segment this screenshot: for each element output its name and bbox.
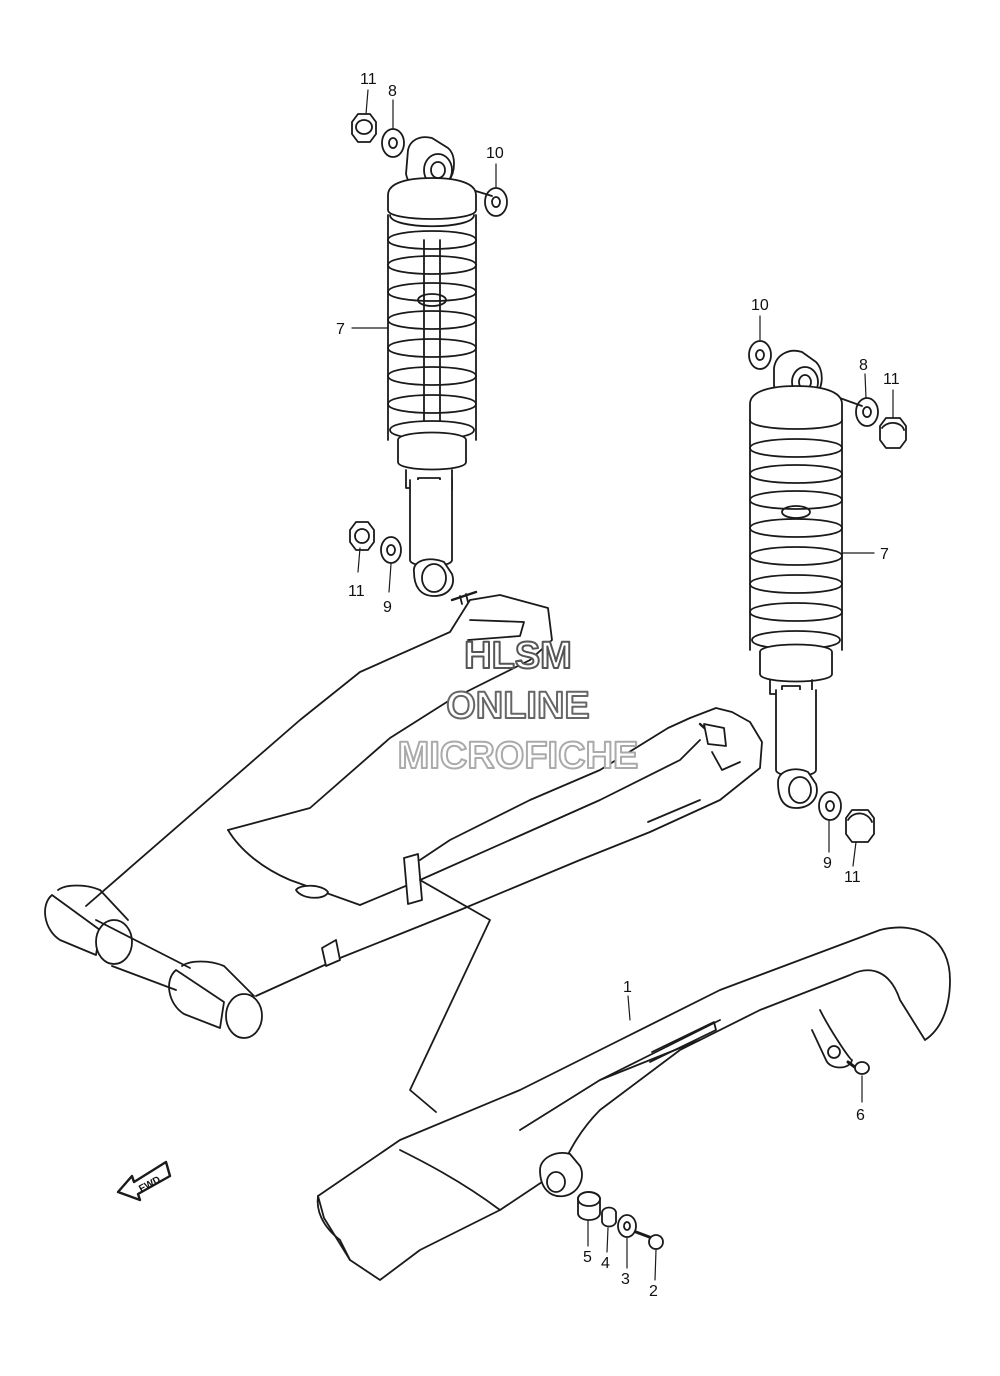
label-8-top-left: 8 — [388, 83, 397, 100]
nut-11-top-right — [879, 417, 907, 449]
washer-8-top-left — [381, 128, 405, 158]
label-10-top-left: 10 — [486, 145, 504, 162]
label-8-top-right: 8 — [859, 357, 868, 374]
watermark-line-1: HLSM — [464, 635, 572, 677]
label-11-top-left: 11 — [360, 71, 377, 88]
label-1-chain-case: 1 — [623, 979, 632, 996]
nut-11-lower-left — [349, 521, 375, 551]
label-4-bush: 4 — [601, 1255, 610, 1272]
label-2-bolt: 2 — [649, 1283, 658, 1300]
right-spring — [749, 419, 843, 651]
washer-8-top-right — [855, 397, 879, 427]
bolt-6 — [846, 1060, 870, 1075]
washer-3 — [617, 1214, 637, 1238]
watermark: HLSM ONLINE MICROFICHE — [397, 634, 640, 778]
label-7-left: 7 — [336, 321, 345, 338]
washer-9-lower-left — [380, 536, 402, 564]
left-spring — [387, 214, 477, 441]
fwd-arrow-icon: FWD — [116, 1160, 172, 1202]
nut-11-top-left — [351, 113, 377, 143]
label-3-washer: 3 — [621, 1271, 630, 1288]
right-shock-absorber — [748, 340, 907, 843]
watermark-line-3: MICROFICHE — [398, 735, 639, 777]
label-9-lower-left: 9 — [383, 599, 392, 616]
collar-5 — [577, 1191, 601, 1221]
label-11-lower-right: 11 — [844, 869, 861, 886]
label-9-lower-right: 9 — [823, 855, 832, 872]
label-5-collar: 5 — [583, 1249, 592, 1266]
label-10-top-right: 10 — [751, 297, 769, 314]
washer-9-lower-right — [818, 791, 842, 821]
chain-case — [316, 926, 951, 1281]
bolt-2 — [634, 1230, 664, 1250]
label-7-right: 7 — [880, 546, 889, 563]
watermark-line-2: ONLINE — [446, 685, 590, 727]
label-11-top-right: 11 — [883, 371, 900, 388]
swingarm — [44, 590, 763, 1113]
washer-10-top-left — [484, 187, 508, 217]
part-labels: 11 8 10 7 11 9 10 8 11 7 9 11 1 6 5 4 3 … — [336, 71, 900, 1300]
label-11-lower-left: 11 — [348, 583, 365, 600]
nut-11-lower-right — [845, 809, 875, 843]
washer-10-top-right — [748, 340, 772, 370]
label-6-bolt: 6 — [856, 1107, 865, 1124]
leader-lines — [351, 89, 894, 1281]
bush-4 — [601, 1206, 617, 1228]
left-shock-absorber — [349, 113, 508, 597]
